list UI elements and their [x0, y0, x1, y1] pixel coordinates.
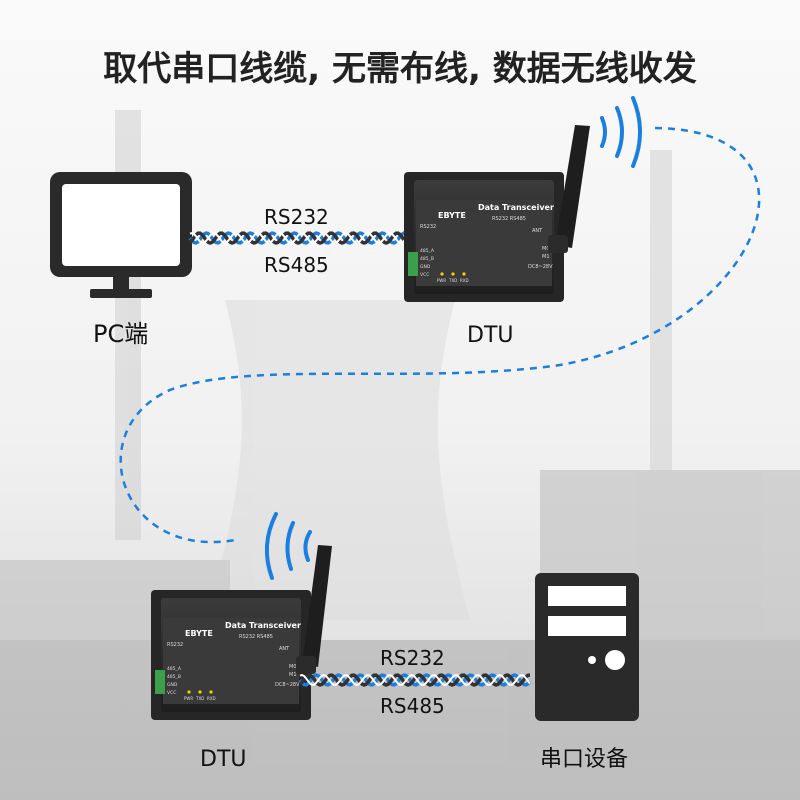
cable-bottom [298, 673, 532, 687]
dtu-bottom-led-txd [198, 690, 202, 694]
dtu-top-led-pwr [440, 272, 444, 276]
cable-top [188, 231, 412, 245]
dtu-top-led-rxd [462, 272, 466, 276]
dtu-bottom-led-rxd [209, 690, 213, 694]
dtu-top-terminal [408, 252, 418, 276]
wireless-link [119, 126, 761, 544]
dtu-top-antenna [548, 125, 590, 253]
dtu-bottom-pin-485b: 485_B [167, 674, 181, 680]
dtu-top-subtitle: RS232 RS485 [492, 216, 526, 222]
cable-bottom-rs485-label: RS485 [380, 694, 445, 718]
dtu-bottom-terminal [155, 670, 165, 694]
cable-bottom-rs232-label: RS232 [380, 646, 445, 670]
dtu-top-label: DTU [467, 323, 513, 348]
dtu-bottom-pin-vcc: VCC [167, 690, 176, 696]
dtu-bottom-led-pwr [187, 690, 191, 694]
cable-strand [299, 673, 531, 686]
pc-monitor [50, 172, 192, 298]
dtu-bottom-power: DC8~28V [275, 682, 300, 688]
cable-top-rs485-label: RS485 [264, 253, 329, 277]
dtu-bottom-port-rs232: RS232 [167, 642, 183, 648]
dtu-top-mode-m0: M0 [542, 246, 550, 252]
cable-top-rs232-label: RS232 [264, 205, 329, 229]
dtu-bottom-mode-m1: M1 [289, 672, 297, 678]
dtu-top: EBYTE Data Transceiver RS232 RS485 RS232… [404, 172, 564, 302]
dtu-top-brand: EBYTE [438, 211, 466, 220]
serial-device-label: 串口设备 [540, 747, 628, 772]
signal-waves-icon [264, 512, 312, 580]
dtu-bottom-title: Data Transceiver [225, 621, 301, 630]
chimney-right [650, 150, 672, 540]
background-scene [0, 110, 800, 800]
page-title: 取代串口线缆, 无需布线, 数据无线收发 [103, 49, 697, 89]
dtu-top-pin-485a: 485_A [420, 248, 435, 254]
dtu-bottom-led-txd-label: TXD [195, 696, 204, 701]
cable-strand [298, 673, 532, 687]
dtu-bottom-brand: EBYTE [185, 629, 213, 638]
dtu-bottom-led-pwr-label: PWR [184, 696, 193, 701]
dtu-bottom-pin-gnd: GND [167, 682, 178, 688]
drive-bay-1 [548, 586, 626, 606]
cable-strand [189, 231, 411, 244]
pc-label: PC端 [93, 320, 148, 348]
power-button-icon [605, 650, 625, 670]
dtu-bottom-ant: ANT [279, 646, 290, 652]
dtu-top-ant: ANT [532, 228, 543, 234]
dtu-bottom-mode-m0: M0 [289, 664, 297, 670]
dtu-top-face [416, 200, 552, 286]
ground [0, 640, 800, 800]
dtu-top-title: Data Transceiver [478, 203, 554, 212]
dtu-bottom-antenna [296, 545, 332, 674]
signal-waves-icon [600, 96, 642, 168]
dtu-bottom-subtitle: RS232 RS485 [239, 634, 273, 640]
indicator-icon [588, 656, 596, 664]
cooling-tower [205, 300, 470, 620]
serial-device [535, 573, 639, 721]
dtu-top-mode-m1: M1 [542, 254, 550, 260]
dtu-top-port-rs232: RS232 [420, 224, 436, 230]
dtu-top-led-rxd-label: RXD [460, 278, 469, 283]
dtu-top-pin-gnd: GND [420, 264, 431, 270]
dtu-bottom-led-rxd-label: RXD [207, 696, 216, 701]
dtu-top-led-txd [451, 272, 455, 276]
dtu-top-pin-485b: 485_B [420, 256, 434, 262]
dtu-bottom-label: DTU [200, 747, 246, 772]
cable-strand [188, 231, 412, 245]
drive-bay-2 [548, 616, 626, 636]
dtu-bottom-face [163, 618, 299, 704]
dtu-bottom-pin-485a: 485_A [167, 666, 182, 672]
dtu-top-led-pwr-label: PWR [437, 278, 446, 283]
cable-strand [188, 231, 411, 245]
dtu-top-power: DC8~28V [528, 264, 553, 270]
dtu-top-pin-vcc: VCC [420, 272, 429, 278]
dtu-top-led-txd-label: TXD [448, 278, 457, 283]
dtu-bottom: EBYTE Data Transceiver RS232 RS485 RS232… [151, 590, 311, 720]
